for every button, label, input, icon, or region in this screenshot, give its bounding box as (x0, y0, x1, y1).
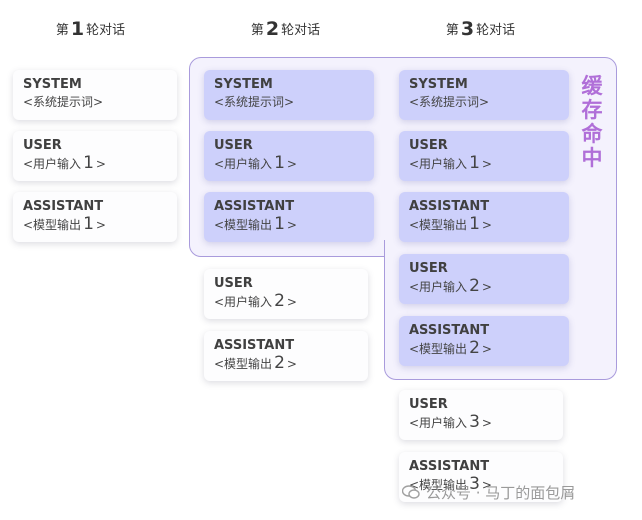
card-role: ASSISTANT (409, 199, 490, 214)
wechat-icon (402, 485, 420, 499)
card-content: <系统提示词> (409, 93, 559, 111)
card-content-close: > (286, 295, 297, 309)
card-content-close: > (286, 357, 297, 371)
card-role: SYSTEM (23, 77, 82, 92)
card-turn-number: 1 (83, 214, 94, 234)
card-turn-number: 1 (469, 153, 480, 173)
card-turn-number: 3 (469, 474, 480, 494)
card-turn-number: 3 (469, 412, 480, 432)
card-content-text: <模型输出 (214, 357, 273, 371)
card-turn-number: 1 (274, 214, 285, 234)
card-content-text: <模型输出 (409, 478, 468, 492)
message-card-col3-1: SYSTEM <系统提示词> (399, 70, 569, 120)
card-content-close: > (481, 342, 492, 356)
card-turn-number: 1 (274, 153, 285, 173)
card-content: <系统提示词> (214, 93, 364, 111)
card-content-text: <用户输入 (409, 416, 468, 430)
card-content-text: <模型输出 (409, 342, 468, 356)
card-role: USER (409, 138, 448, 153)
card-turn-number: 2 (469, 338, 480, 358)
card-turn-number: 2 (469, 276, 480, 296)
card-role: ASSISTANT (214, 199, 295, 214)
card-content-text: <系统提示词> (409, 95, 490, 109)
card-turn-number: 1 (469, 214, 480, 234)
card-role: ASSISTANT (409, 323, 490, 338)
card-turn-number: 2 (274, 353, 285, 373)
card-content-text: <模型输出 (214, 218, 273, 232)
card-content-text: <用户输入 (23, 157, 82, 171)
card-content-close: > (481, 280, 492, 294)
card-content-text: <模型输出 (409, 218, 468, 232)
card-content-text: <用户输入 (409, 280, 468, 294)
card-content-text: <用户输入 (214, 157, 273, 171)
card-role: USER (214, 138, 253, 153)
card-role: SYSTEM (214, 77, 273, 92)
message-card-col2-1: SYSTEM <系统提示词> (204, 70, 374, 120)
card-content-text: <系统提示词> (214, 95, 295, 109)
card-content-close: > (286, 157, 297, 171)
card-content-close: > (481, 478, 492, 492)
card-role: USER (409, 397, 448, 412)
card-turn-number: 1 (83, 153, 94, 173)
card-content-close: > (481, 416, 492, 430)
card-role: ASSISTANT (409, 459, 490, 474)
card-turn-number: 2 (274, 291, 285, 311)
card-role: ASSISTANT (214, 338, 295, 353)
card-content-text: <系统提示词> (23, 95, 104, 109)
card-content-close: > (481, 218, 492, 232)
card-content-close: > (481, 157, 492, 171)
card-content-text: <模型输出 (23, 218, 82, 232)
card-content: <系统提示词> (23, 93, 167, 111)
card-role: ASSISTANT (23, 199, 104, 214)
card-content-close: > (95, 157, 106, 171)
card-role: USER (409, 261, 448, 276)
watermark: 公众号 · 马丁的面包屑 (402, 482, 575, 503)
card-content-close: > (286, 218, 297, 232)
card-role: SYSTEM (409, 77, 468, 92)
message-card-col1-1: SYSTEM <系统提示词> (13, 70, 177, 120)
card-content-text: <用户输入 (214, 295, 273, 309)
cache-hit-label: 缓 存 命 中 (581, 74, 603, 170)
card-role: USER (23, 138, 62, 153)
card-role: USER (214, 276, 253, 291)
card-content-text: <用户输入 (409, 157, 468, 171)
card-content-close: > (95, 218, 106, 232)
